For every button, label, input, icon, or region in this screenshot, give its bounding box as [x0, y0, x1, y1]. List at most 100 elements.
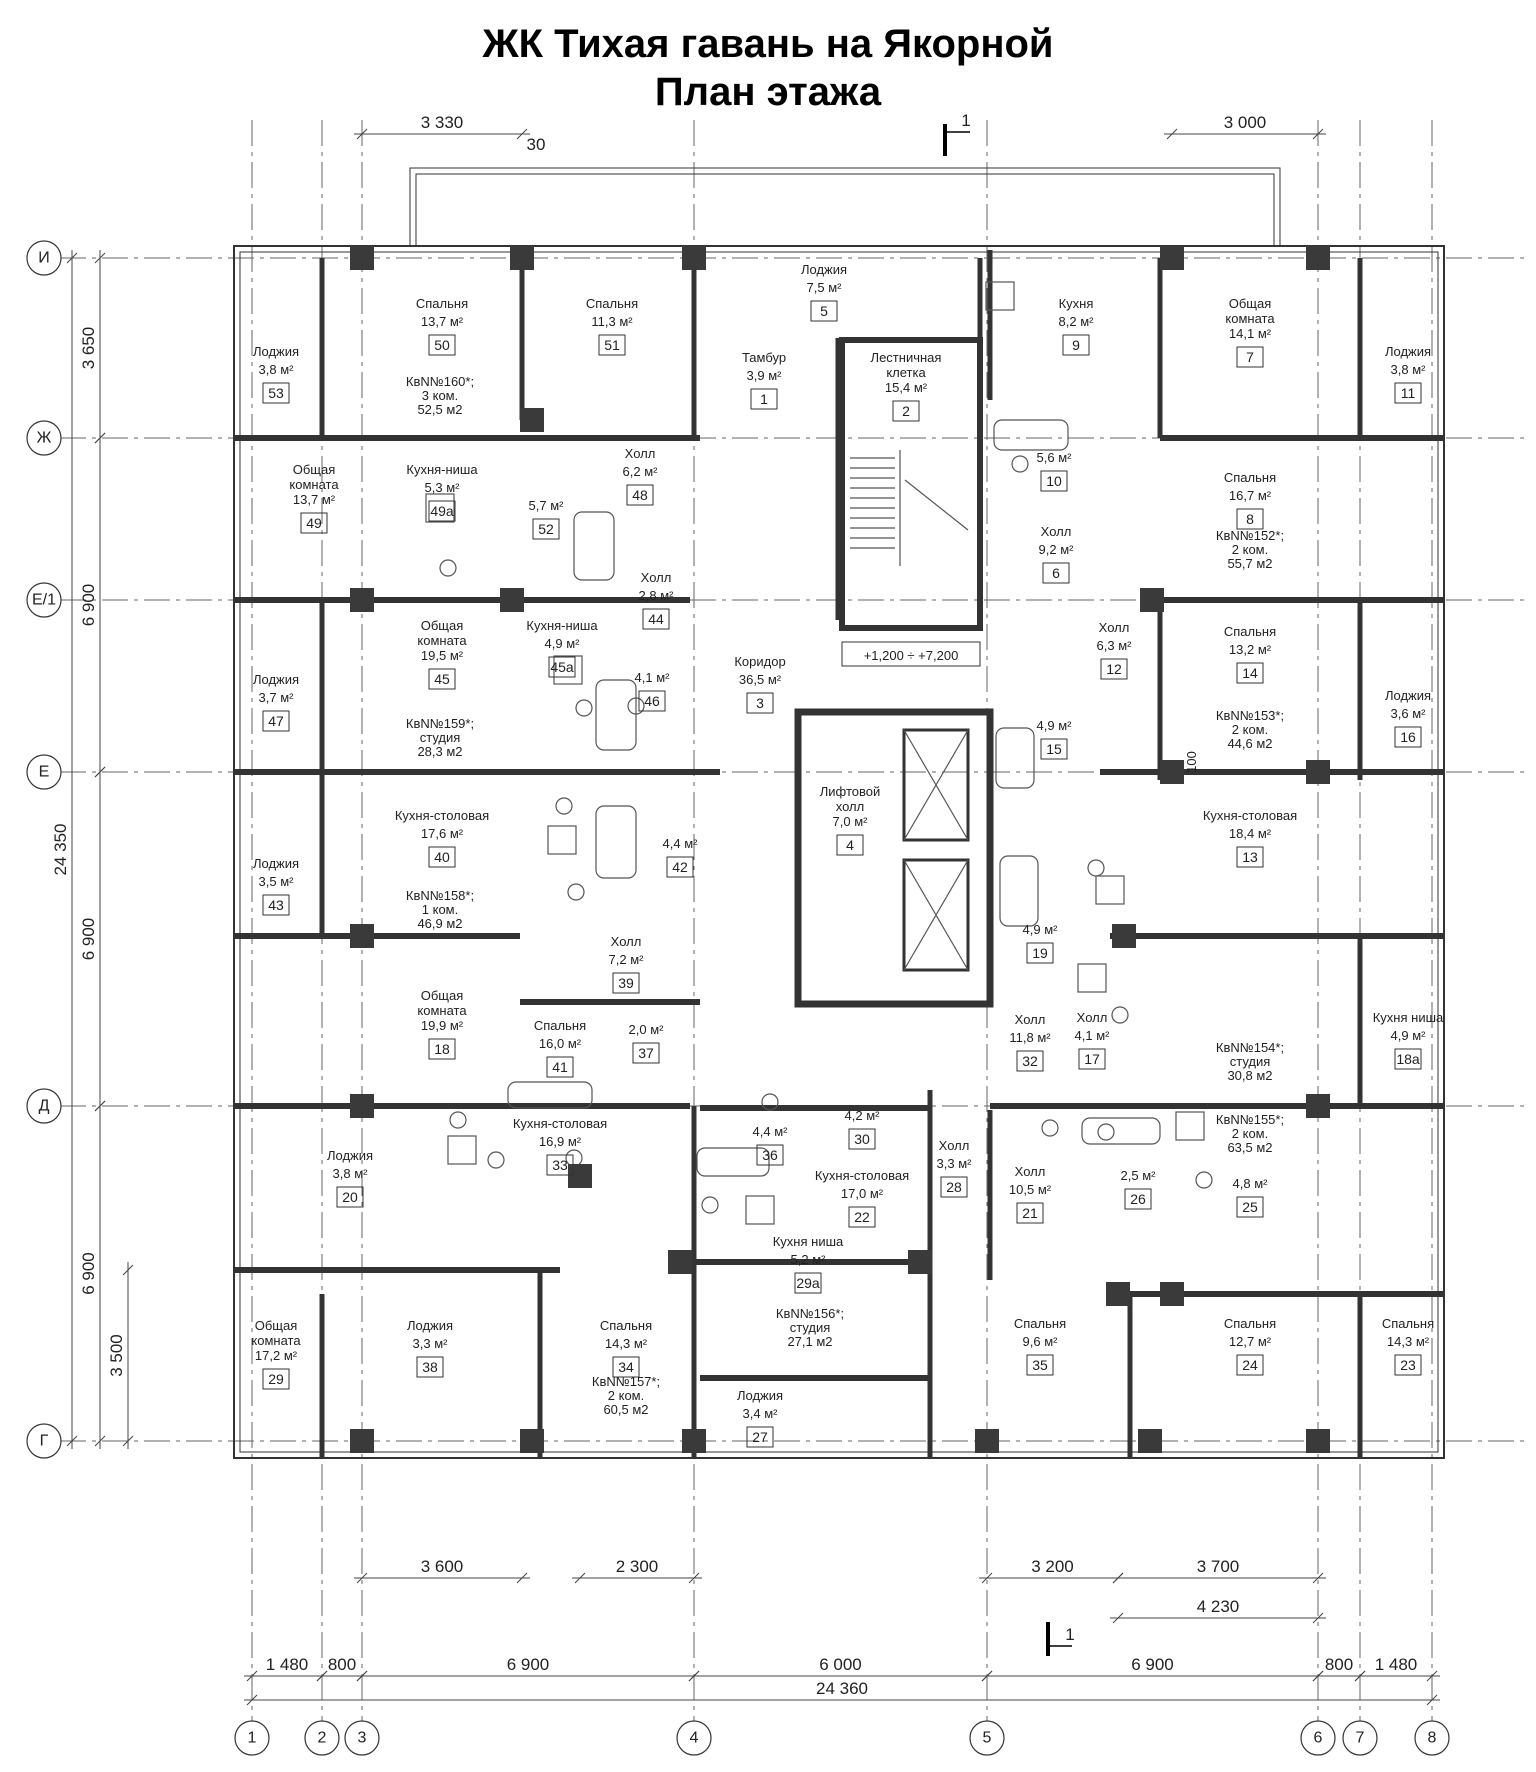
- sink: [1097, 1123, 1115, 1141]
- apartment-rooms: 2 ком.: [1232, 722, 1268, 737]
- lift-x: [903, 729, 969, 841]
- column: [1306, 760, 1330, 784]
- canopy: [409, 167, 1281, 247]
- room-number-box: [1236, 346, 1264, 368]
- room-area: 3,6 м²: [1391, 706, 1427, 721]
- room-number: 12: [1106, 661, 1122, 677]
- room-area: 4,9 м²: [1037, 718, 1073, 733]
- sink: [439, 559, 457, 577]
- col-axis-marker: [304, 1720, 340, 1756]
- column: [350, 1429, 374, 1453]
- dim-tick: [66, 252, 78, 264]
- sink: [565, 1149, 583, 1167]
- room-name-part: клетка: [886, 365, 926, 380]
- room-number: 25: [1242, 1199, 1258, 1215]
- row-axis-label: И: [38, 250, 50, 267]
- room-name: Лоджия: [801, 262, 847, 277]
- col-axis-label: 1: [248, 1730, 257, 1747]
- room-name: Лоджия: [737, 1388, 783, 1403]
- room-area: 17,0 м²: [841, 1186, 884, 1201]
- room-number-box: [1236, 508, 1264, 530]
- dim-tick: [94, 766, 106, 778]
- room-name: Коридор: [734, 654, 785, 669]
- room-number: 5: [820, 303, 828, 319]
- room-number-box: [262, 894, 290, 916]
- room-area: 16,9 м²: [539, 1134, 582, 1149]
- room-number-box: [598, 334, 626, 356]
- room-number-box: [1026, 942, 1054, 964]
- room-number-box: [626, 484, 654, 506]
- dim-tick: [516, 128, 528, 140]
- room-area: 13,7 м²: [293, 492, 336, 507]
- room-area: 17,2 м²: [255, 1348, 298, 1363]
- dim-label: 2 300: [616, 1557, 659, 1576]
- room-number: 50: [434, 337, 450, 353]
- col-axis-label: 3: [358, 1730, 367, 1747]
- room-name: Лоджия: [253, 344, 299, 359]
- room-area: 4,9 м²: [1391, 1028, 1427, 1043]
- column: [500, 588, 524, 612]
- stair-arrow: [904, 479, 969, 531]
- col-axis-label: 8: [1428, 1730, 1437, 1747]
- room-number: 26: [1130, 1191, 1146, 1207]
- room-number-box: [1040, 470, 1068, 492]
- room-area: 3,8 м²: [1391, 362, 1427, 377]
- sink: [761, 1093, 779, 1111]
- room-number: 18а: [1396, 1051, 1420, 1067]
- room-number: 3: [756, 695, 764, 711]
- column: [975, 1429, 999, 1453]
- dim-tick: [246, 1694, 258, 1706]
- room-area: 3,5 м²: [259, 874, 295, 889]
- room-number: 13: [1242, 849, 1258, 865]
- room-name: Лоджия: [407, 1318, 453, 1333]
- column: [510, 246, 534, 270]
- dim-tick: [981, 1572, 993, 1584]
- room-area: 2,0 м²: [629, 1022, 665, 1037]
- apartment-number: КвN№154*;: [1216, 1040, 1284, 1055]
- room-number: 24: [1242, 1357, 1258, 1373]
- room-area: 13,2 м²: [1229, 642, 1272, 657]
- room-number: 19: [1032, 945, 1048, 961]
- room-number-box: [794, 1272, 822, 1294]
- col-axis-label: 7: [1356, 1730, 1365, 1747]
- apartment-area: 55,7 м2: [1227, 556, 1272, 571]
- room-area: 19,9 м²: [421, 1018, 464, 1033]
- walls: [233, 167, 1445, 1459]
- room-area: 6,3 м²: [1097, 638, 1133, 653]
- room-name: Холл: [1015, 1012, 1046, 1027]
- room-name: Спальня: [600, 1318, 652, 1333]
- room-number-box: [940, 1176, 968, 1198]
- room-number-box: [810, 300, 838, 322]
- dim-tick: [122, 1264, 134, 1276]
- bathtub: [595, 679, 637, 751]
- col-axis-label: 2: [318, 1730, 327, 1747]
- room-name: Кухня-ниша: [406, 462, 478, 477]
- room-area: 4,1 м²: [1075, 1028, 1111, 1043]
- room-name: Лоджия: [327, 1148, 373, 1163]
- room-number: 40: [434, 849, 450, 865]
- dim-tick: [1426, 1670, 1438, 1682]
- sink: [449, 1111, 467, 1129]
- column: [908, 1250, 932, 1274]
- sink: [567, 883, 585, 901]
- room-number-box: [336, 1186, 364, 1208]
- room-number: 8: [1246, 511, 1254, 527]
- room-name: Лоджия: [253, 672, 299, 687]
- room-name: Холл: [1077, 1010, 1108, 1025]
- room-number-box: [612, 1356, 640, 1378]
- room-name: Холл: [625, 446, 656, 461]
- bathtub: [595, 805, 637, 879]
- room-area: 10,5 м²: [1009, 1182, 1052, 1197]
- room-number: 43: [268, 897, 284, 913]
- dim-tick: [1112, 1572, 1124, 1584]
- column: [520, 1429, 544, 1453]
- room-name: Холл: [1015, 1164, 1046, 1179]
- apartment-area: 27,1 м2: [787, 1334, 832, 1349]
- dim-tick: [688, 1670, 700, 1682]
- room-number: 48: [632, 487, 648, 503]
- room-area: 16,0 м²: [539, 1036, 582, 1051]
- apartment-number: КвN№158*;: [406, 888, 474, 903]
